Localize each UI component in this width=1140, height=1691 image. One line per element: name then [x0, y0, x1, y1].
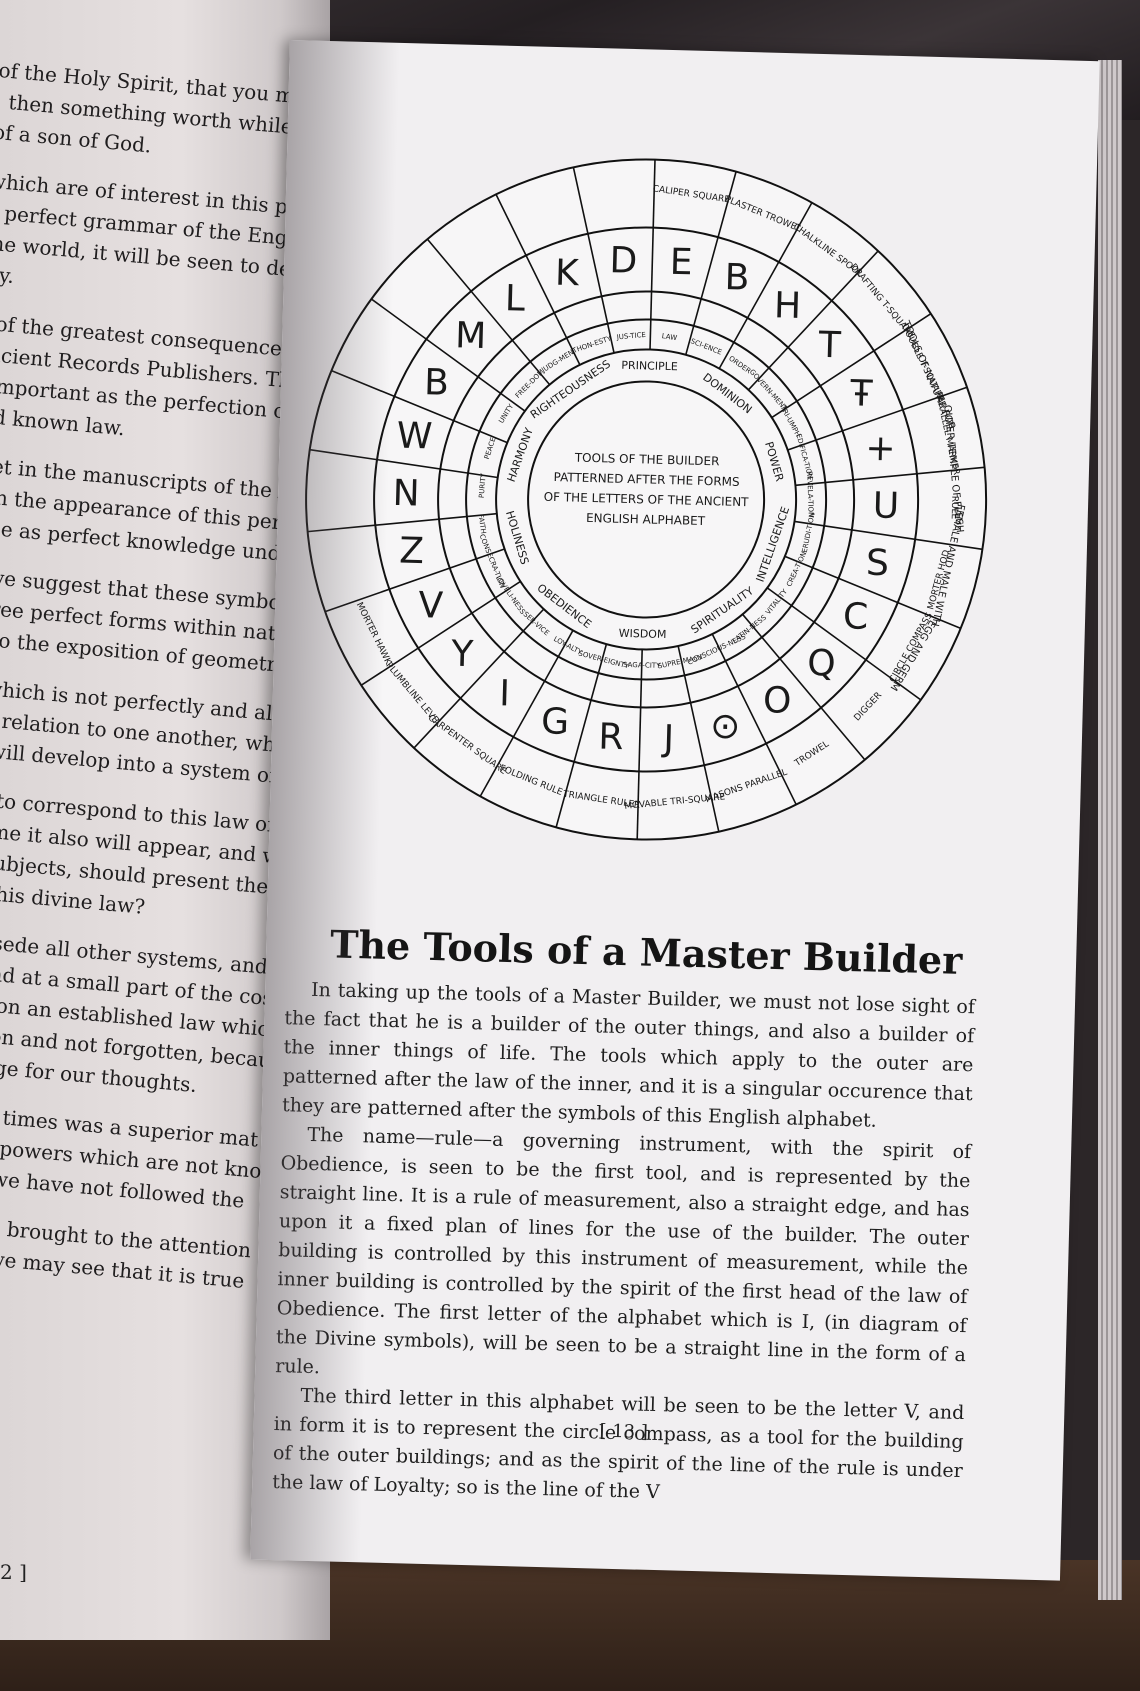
wheel-letter: Y	[450, 634, 475, 676]
wheel-spoke	[766, 587, 922, 701]
wheel-letter: U	[872, 485, 899, 527]
wheel-spoke	[747, 250, 879, 391]
wheel-spoke	[787, 386, 968, 451]
wheel-center-text: TOOLS OF THE BUILDER	[574, 451, 720, 469]
wheel-spoke	[479, 630, 574, 797]
wheel-small-virtue: SAGA-CITY	[623, 661, 661, 670]
wheel-small-virtue: JUS-TICE	[615, 331, 646, 342]
wheel-spoke	[370, 298, 526, 412]
wheel-spoke	[794, 520, 983, 551]
wheel-virtue: WISDOM	[619, 627, 667, 641]
wheel-spoke	[636, 649, 643, 840]
wheel-spoke	[795, 466, 985, 487]
page-title: The Tools of a Master Builder	[329, 921, 963, 983]
wheel-letter: B	[424, 362, 450, 404]
wheel-letter: ⊙	[710, 706, 741, 748]
wheel-spoke	[649, 159, 656, 350]
left-page-number: 2 ]	[0, 1560, 27, 1584]
wheel-letter: E	[669, 242, 693, 284]
wheel-spoke	[718, 202, 813, 369]
wheel-center-text: OF THE LETTERS OF THE ANCIENT	[544, 490, 750, 509]
page-edges	[1098, 60, 1122, 1600]
wheel-letter: V	[418, 585, 444, 627]
wheel-letter: M	[455, 315, 487, 357]
wheel-letter: Ŧ	[849, 373, 874, 415]
wheel-spoke	[685, 171, 737, 356]
wheel-spoke	[784, 555, 962, 630]
wheel-spoke	[677, 645, 720, 832]
wheel-letter: J	[661, 718, 675, 759]
wheel-letter: Z	[399, 530, 425, 572]
wheel-virtue: PRINCIPLE	[621, 359, 678, 373]
wheel-letter: Q	[807, 643, 836, 685]
wheel-small-virtue: FAITH	[476, 514, 487, 535]
wheel-letter: C	[842, 596, 868, 638]
wheel-tool-name: RULE	[949, 496, 960, 520]
wheel-letter: G	[541, 701, 570, 743]
wheel-letter: S	[866, 543, 890, 585]
wheel-letter: I	[499, 673, 511, 714]
wheel-spoke	[572, 167, 615, 354]
wheel-spoke	[331, 369, 508, 444]
wheel-ring	[527, 380, 766, 619]
body-paragraph: The name—rule—a governing instrument, wi…	[274, 1123, 972, 1379]
wheel-spoke	[307, 512, 497, 533]
wheel-spoke	[360, 580, 521, 686]
wheel-spoke	[413, 608, 545, 749]
wheel-letter: K	[555, 253, 581, 295]
wheel-spoke	[711, 633, 797, 805]
wheel-small-virtue: PURITY	[478, 472, 488, 498]
wheel-letter: H	[773, 285, 801, 327]
wheel-center-text: PATTERNED AFTER THE FORMS	[553, 470, 739, 489]
wheel-letter: D	[609, 240, 638, 282]
wheel-spoke	[741, 613, 866, 761]
wheel-letter: N	[392, 473, 420, 515]
wheel-letter: R	[598, 717, 624, 759]
wheel-letter: W	[396, 416, 433, 458]
wheel-spoke	[771, 313, 932, 419]
wheel-letter: T	[817, 325, 842, 367]
wheel-spoke	[324, 548, 505, 613]
wheel-small-virtue: REVELA-TION	[805, 471, 814, 517]
wheel-spoke	[309, 448, 498, 479]
wheel-spoke	[555, 643, 608, 828]
wheel-spoke	[426, 238, 551, 386]
body-paragraph: In taking up the tools of a Master Build…	[281, 978, 976, 1132]
wheel-small-virtue: LAW	[661, 332, 677, 342]
wheel-center-text: ENGLISH ALPHABET	[586, 511, 706, 528]
wheel-letter: +	[865, 428, 896, 470]
wheel-letter: B	[724, 257, 750, 299]
wheel-letter: L	[504, 278, 525, 320]
wheel-letter: O	[762, 680, 791, 722]
wheel-spoke	[495, 194, 581, 366]
